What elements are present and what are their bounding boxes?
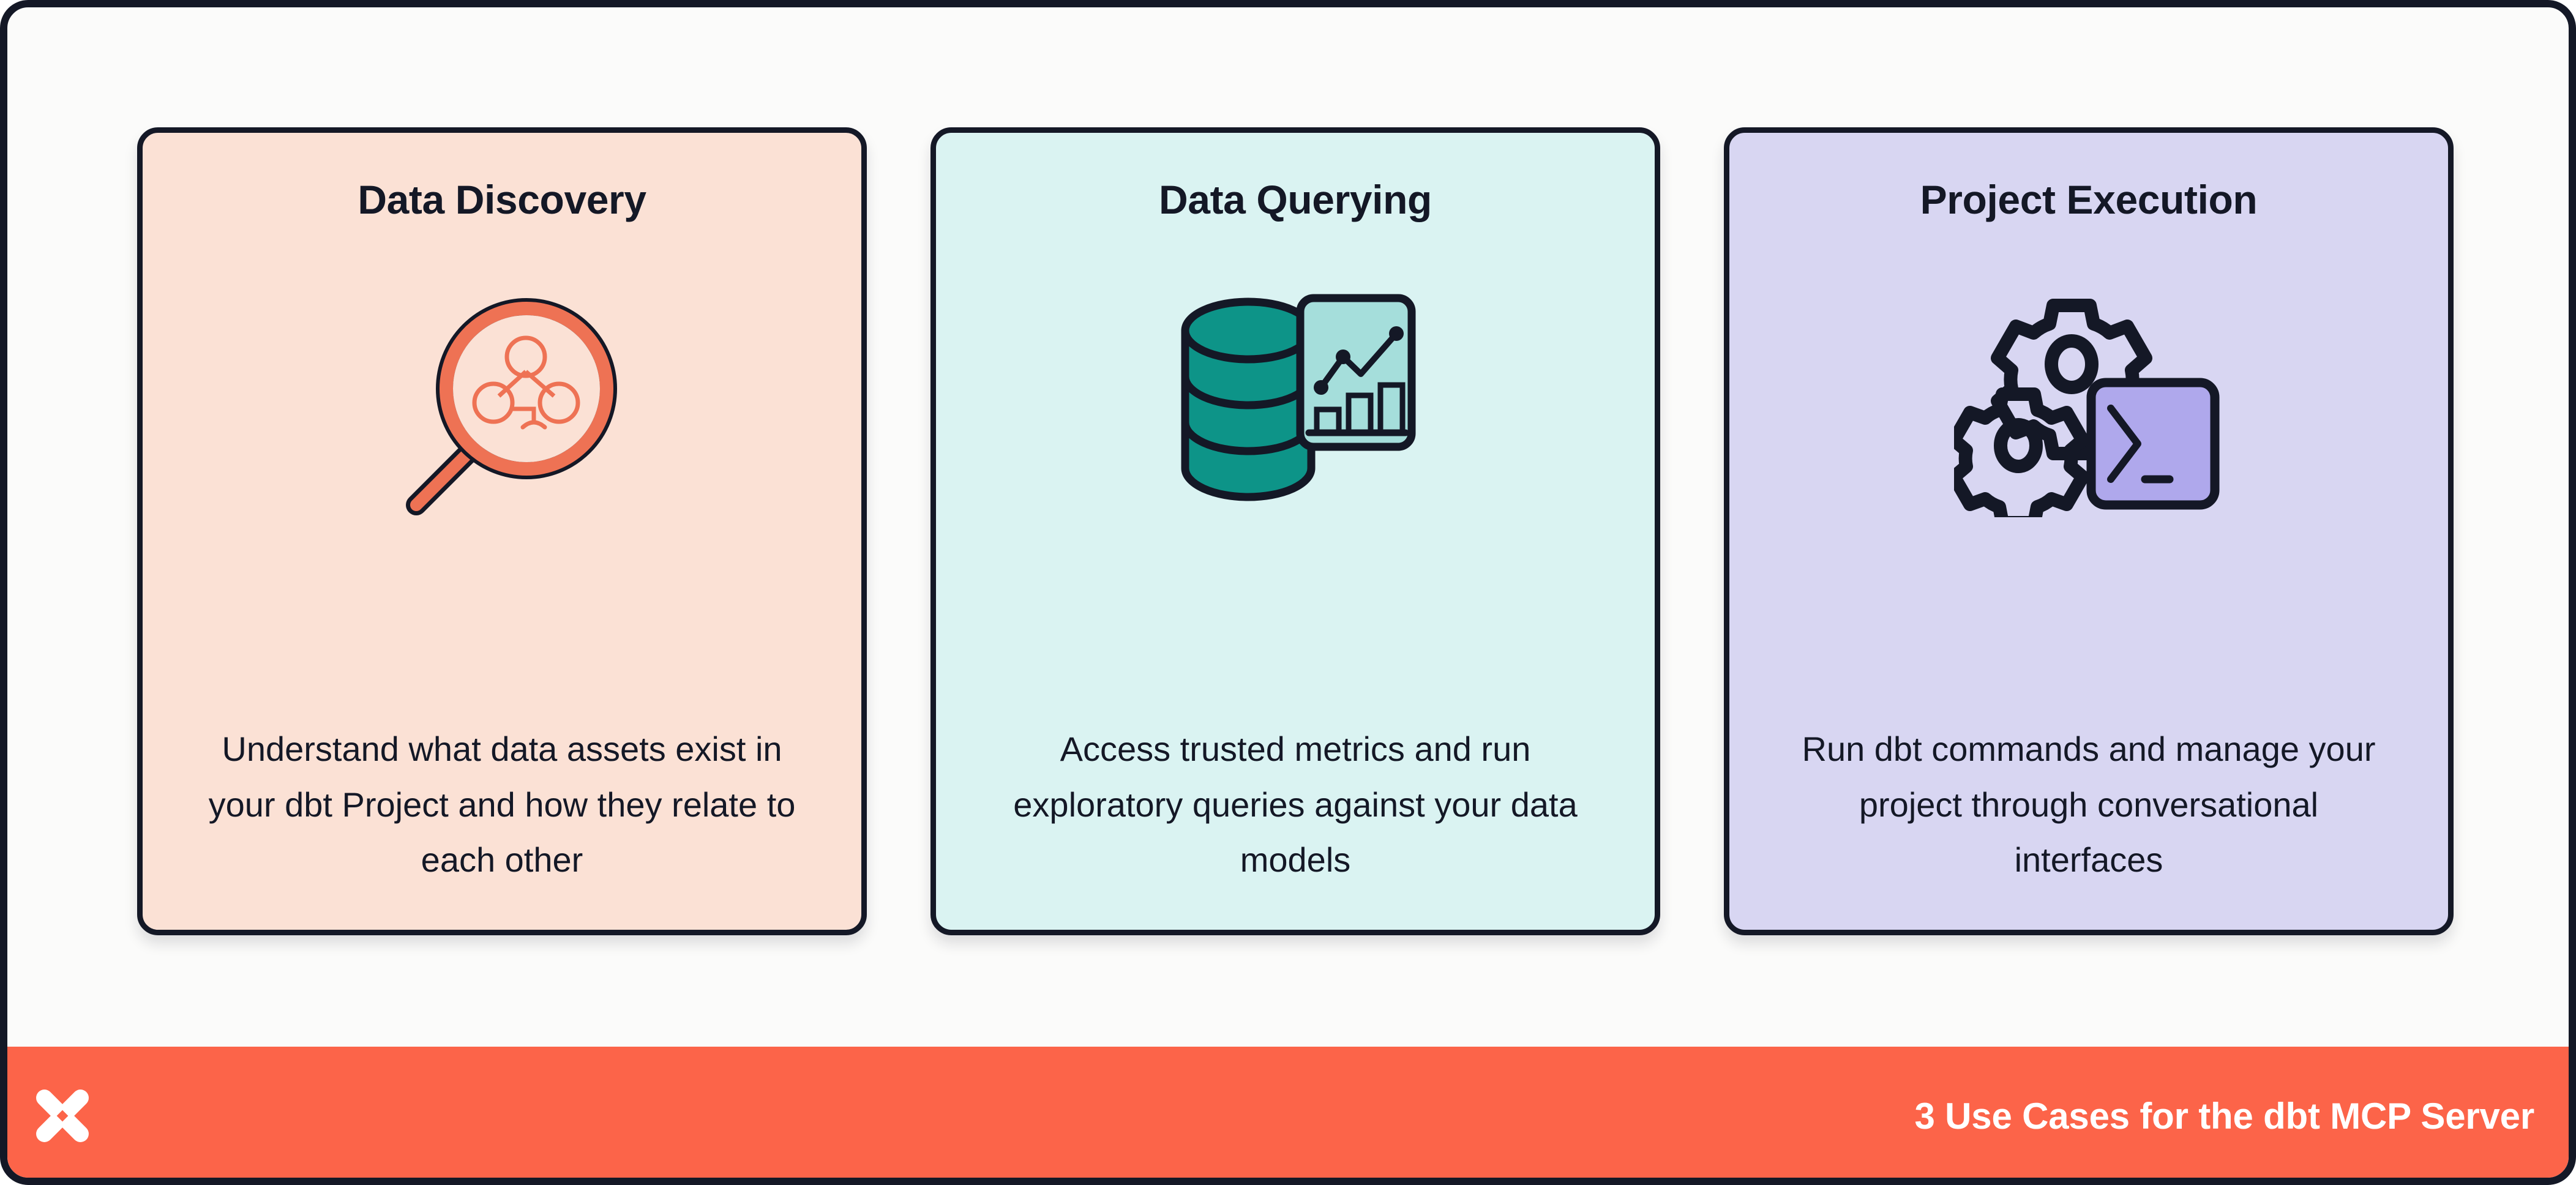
card-project-execution[interactable]: Project Execution — [1724, 127, 2454, 935]
card-title: Data Discovery — [358, 177, 646, 222]
card-icon — [143, 248, 861, 566]
card-title: Project Execution — [1920, 177, 2258, 222]
card-icon — [936, 248, 1655, 566]
card-body-text: Understand what data assets exist in you… — [208, 730, 796, 880]
gears-terminal-icon — [1954, 299, 2220, 517]
magnifier-node-graph-icon — [406, 298, 617, 515]
use-case-card-row: Data Discovery — [7, 7, 2569, 1048]
footer-caption: 3 Use Cases for the dbt MCP Server — [1914, 1095, 2535, 1137]
card-data-querying[interactable]: Data Querying — [930, 127, 1660, 935]
card-icon — [1729, 248, 2448, 566]
dbt-logo — [36, 1090, 89, 1142]
card-data-discovery[interactable]: Data Discovery — [137, 127, 867, 935]
database-chart-icon — [1181, 294, 1416, 501]
card-body-text: Run dbt commands and manage your project… — [1802, 730, 2376, 880]
footer-bar: 3 Use Cases for the dbt MCP Server — [7, 1047, 2569, 1178]
card-body-text: Access trusted metrics and run explorato… — [1013, 730, 1578, 880]
card-title: Data Querying — [1159, 177, 1432, 222]
